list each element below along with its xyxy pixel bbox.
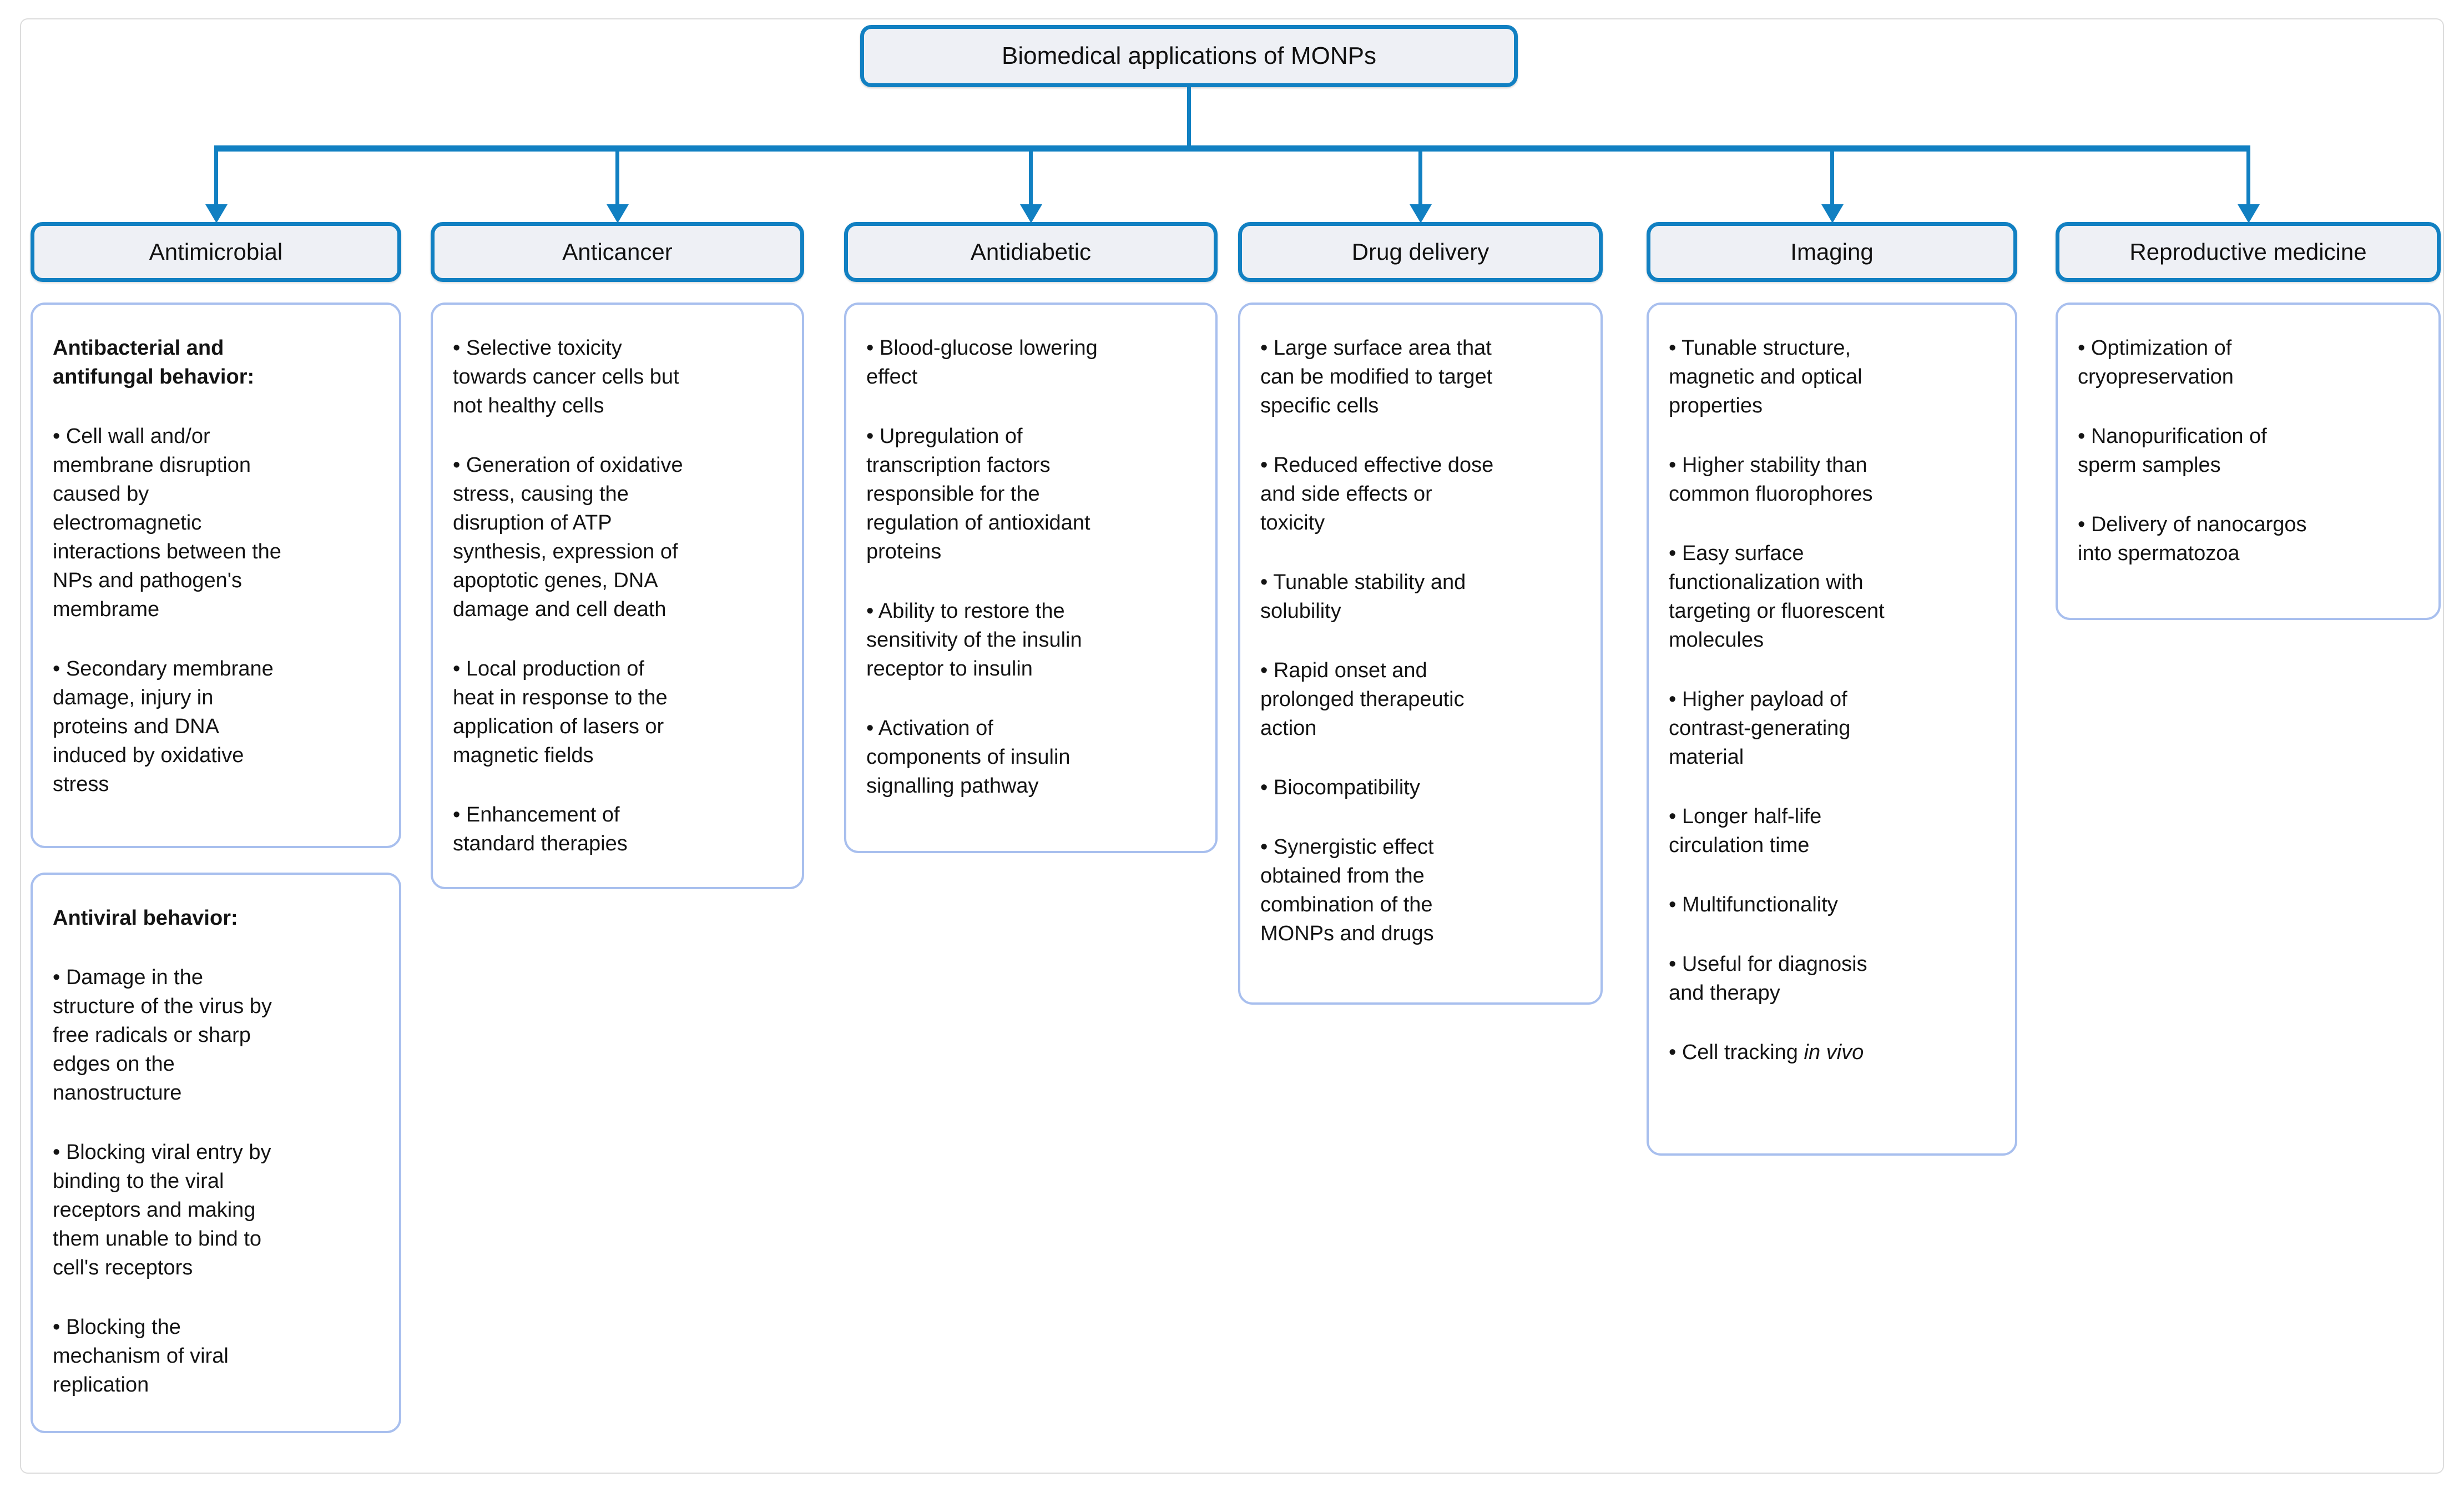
arrow-down-icon (205, 204, 228, 223)
category-node-antidiabetic: Antidiabetic (844, 222, 1218, 282)
content-box-antidiabetic: • Blood-glucose lowering effect • Upregul… (844, 303, 1218, 853)
arrow-down-icon (607, 204, 629, 223)
bullet-item: • Tunable stability and solubility (1260, 571, 1466, 623)
connector-horizontal-bar (214, 145, 2250, 152)
bullet-item: • Activation of components of insulin si… (866, 717, 1071, 798)
content-box-antibacterial-antifungal: Antibacterial and antifungal behavior: • … (31, 303, 401, 848)
category-node-reproductive-medicine: Reproductive medicine (2056, 222, 2441, 282)
bullet-item: • Enhancement of standard therapies (453, 803, 628, 855)
bullet-item: • Delivery of nanocargos into spermatozo… (2078, 513, 2307, 565)
bullet-item: • Nanopurification of sperm samples (2078, 425, 2267, 477)
content-box-imaging: • Tunable structure, magnetic and optica… (1647, 303, 2017, 1156)
connector-branch-antimicrobial (214, 150, 218, 205)
arrow-down-icon (1821, 204, 1844, 223)
bullet-item: • Secondary membrane damage, injury in p… (53, 657, 274, 796)
bullet-italic-text: in vivo (1804, 1041, 1864, 1064)
bullet-item: • Multifunctionality (1669, 893, 1838, 916)
category-node-imaging: Imaging (1647, 222, 2017, 282)
bullet-item: • Higher stability than common fluoropho… (1669, 453, 1873, 506)
bullet-item: • Tunable structure, magnetic and optica… (1669, 336, 1862, 417)
bullet-item: • Reduced effective dose and side effect… (1260, 453, 1494, 535)
connector-branch-drug-delivery (1418, 150, 1422, 205)
arrow-down-icon (1410, 204, 1432, 223)
category-label: Anticancer (562, 239, 673, 265)
bullet-item: • Generation of oxidative stress, causin… (453, 453, 683, 621)
diagram-canvas (20, 18, 2444, 1474)
bullet-item: • Cell wall and/or membrane disruption c… (53, 425, 281, 621)
bullet-item: • Ability to restore the sensitivity of … (866, 599, 1082, 681)
connector-branch-antidiabetic (1029, 150, 1033, 205)
bullet-item: • Higher payload of contrast-generating … (1669, 688, 1851, 769)
content-box-drug-delivery: • Large surface area that can be modifie… (1238, 303, 1603, 1005)
bullet-item: • Selective toxicity towards cancer cell… (453, 336, 679, 417)
bullet-item: • Rapid onset and prolonged therapeutic … (1260, 659, 1465, 740)
diagram-title: Biomedical applications of MONPs (1002, 42, 1376, 69)
arrow-down-icon (1020, 204, 1042, 223)
bullet-item: • Blood-glucose lowering effect (866, 336, 1098, 389)
bullet-item: • Blocking viral entry by binding to the… (53, 1141, 271, 1279)
box-heading: Antiviral behavior: (53, 906, 238, 930)
bullet-item: • Upregulation of transcription factors … (866, 425, 1090, 563)
category-node-anticancer: Anticancer (431, 222, 804, 282)
connector-stem (1187, 86, 1191, 152)
bullet-item: • Synergistic effect obtained from the c… (1260, 835, 1434, 945)
category-node-antimicrobial: Antimicrobial (31, 222, 401, 282)
content-box-reproductive-medicine: • Optimization of cryopreservation • Nano… (2056, 303, 2441, 620)
bullet-text: • Cell tracking (1669, 1041, 1804, 1064)
category-label: Antidiabetic (970, 239, 1092, 265)
category-label: Imaging (1790, 239, 1874, 265)
content-box-antiviral: Antiviral behavior: • Damage in the struc… (31, 873, 401, 1433)
category-label: Reproductive medicine (2129, 239, 2367, 265)
bullet-item: • Easy surface functionalization with ta… (1669, 542, 1885, 652)
connector-branch-reproductive-medicine (2246, 150, 2250, 205)
box-heading: Antibacterial and antifungal behavior: (53, 336, 255, 389)
bullet-item: • Longer half-life circulation time (1669, 805, 1822, 857)
bullet-item: • Cell tracking in vivo (1669, 1038, 1995, 1067)
bullet-item: • Optimization of cryopreservation (2078, 336, 2234, 389)
bullet-item: • Local production of heat in response t… (453, 657, 668, 767)
category-label: Drug delivery (1351, 239, 1489, 265)
category-label: Antimicrobial (149, 239, 283, 265)
arrow-down-icon (2238, 204, 2260, 223)
bullet-item: • Useful for diagnosis and therapy (1669, 952, 1867, 1005)
connector-branch-anticancer (615, 150, 619, 205)
bullet-item: • Large surface area that can be modifie… (1260, 336, 1493, 417)
bullet-item: • Biocompatibility (1260, 776, 1420, 799)
category-node-drug-delivery: Drug delivery (1238, 222, 1603, 282)
connector-branch-imaging (1830, 150, 1834, 205)
bullet-item: • Damage in the structure of the virus b… (53, 966, 272, 1105)
content-box-anticancer: • Selective toxicity towards cancer cell… (431, 303, 804, 889)
root-node-title: Biomedical applications of MONPs (860, 25, 1518, 87)
bullet-item: • Blocking the mechanism of viral replic… (53, 1315, 229, 1397)
